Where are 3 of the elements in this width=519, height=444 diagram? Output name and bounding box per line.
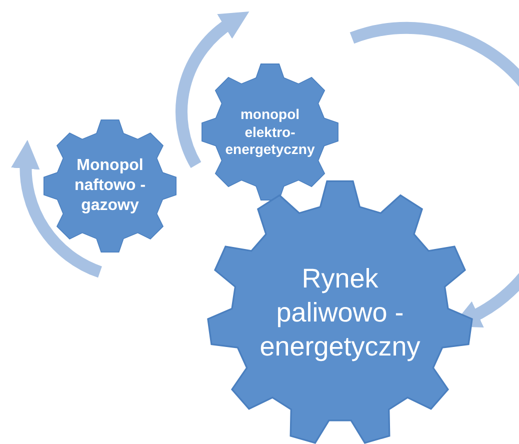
- gear-label: monopol elektro- energetyczny: [224, 106, 316, 158]
- gear-label: Rynek paliwowo - energetyczny: [258, 262, 422, 364]
- gear-label: Monopol naftowo - gazowy: [73, 156, 147, 216]
